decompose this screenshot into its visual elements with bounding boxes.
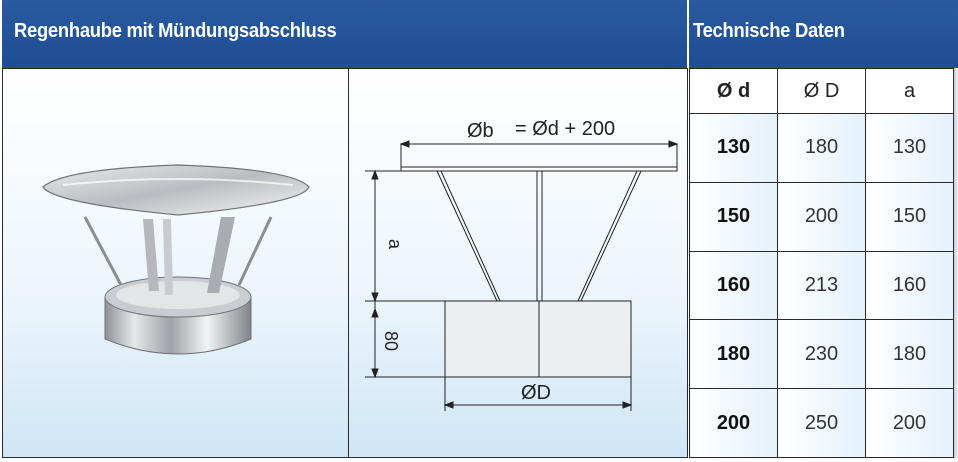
tech-data-title: Technische Daten: [693, 20, 845, 42]
technical-data-table: Ø d Ø D a 130 180 130 150 200 150 160 21…: [689, 68, 954, 458]
cell-d: 200: [689, 388, 778, 458]
tech-data-title-bar: Technische Daten: [689, 0, 958, 68]
product-title-bar: Regenhaube mit Mündungsabschluss: [2, 0, 689, 68]
col-header-D: Ø D: [777, 68, 866, 114]
technical-drawing-panel: Øb = Ød + 200 a 80 ØD: [348, 68, 688, 458]
table-header-row: Ø d Ø D a: [689, 68, 954, 114]
cell-D: 250: [777, 388, 866, 458]
table-row: 130 180 130: [689, 113, 954, 183]
cell-d: 160: [689, 250, 778, 321]
product-title: Regenhaube mit Mündungsabschluss: [14, 20, 337, 42]
col-header-d: Ø d: [689, 68, 778, 114]
dim-b-label: Øb: [467, 120, 494, 142]
product-photo-panel: [2, 68, 349, 458]
dim-a-label: a: [385, 239, 405, 250]
cell-a: 180: [865, 319, 954, 390]
dim-D-label: ØD: [521, 382, 551, 404]
cell-d: 150: [689, 181, 778, 252]
cell-a: 160: [865, 250, 954, 321]
table-edge-shadow: [954, 68, 958, 458]
cell-a: 150: [865, 181, 954, 252]
cell-D: 180: [777, 113, 866, 183]
cell-d: 130: [689, 113, 778, 183]
table-row: 150 200 150: [689, 181, 954, 252]
col-header-a: a: [865, 68, 954, 114]
technical-drawing: Øb = Ød + 200 a 80 ØD: [365, 118, 679, 411]
rain-cap-photo: [42, 164, 310, 355]
table-row: 200 250 200: [689, 388, 954, 458]
table-row: 160 213 160: [689, 250, 954, 321]
table-row: 180 230 180: [689, 319, 954, 390]
cell-D: 213: [777, 250, 866, 321]
cell-D: 230: [777, 319, 866, 390]
cell-a: 200: [865, 388, 954, 458]
dim-b-formula: = Ød + 200: [515, 118, 615, 140]
cell-D: 200: [777, 181, 866, 252]
cell-d: 180: [689, 319, 778, 390]
cell-a: 130: [865, 113, 954, 183]
dim-80-label: 80: [381, 331, 401, 351]
